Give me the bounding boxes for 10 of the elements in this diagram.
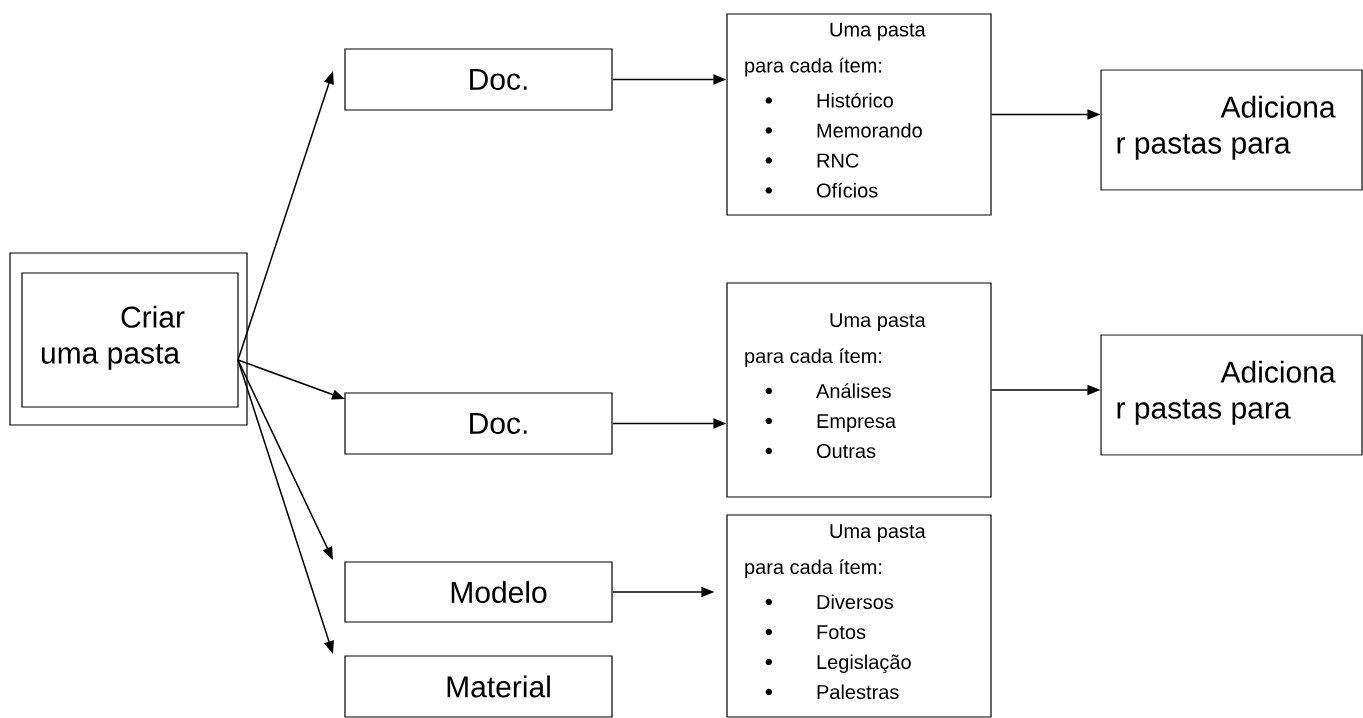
process-box: Doc. bbox=[344, 48, 613, 111]
list-box: Uma pasta para cada ítem: Diversos Fotos Legislação Palestras bbox=[726, 514, 992, 718]
list-box: Uma pasta para cada ítem: Histórico Memorando RNC Ofícios bbox=[726, 13, 992, 216]
process-box: Adiciona r pastas para bbox=[1100, 334, 1363, 456]
process-box: Material bbox=[344, 655, 613, 718]
process-box: Doc. bbox=[344, 392, 613, 455]
list-box: Uma pasta para cada ítem: Análises Empresa Outras bbox=[726, 282, 992, 498]
process-box: Adiciona r pastas para bbox=[1100, 69, 1363, 191]
process-box: Modelo bbox=[344, 561, 613, 623]
process-box: Criar uma pasta bbox=[9, 252, 248, 426]
